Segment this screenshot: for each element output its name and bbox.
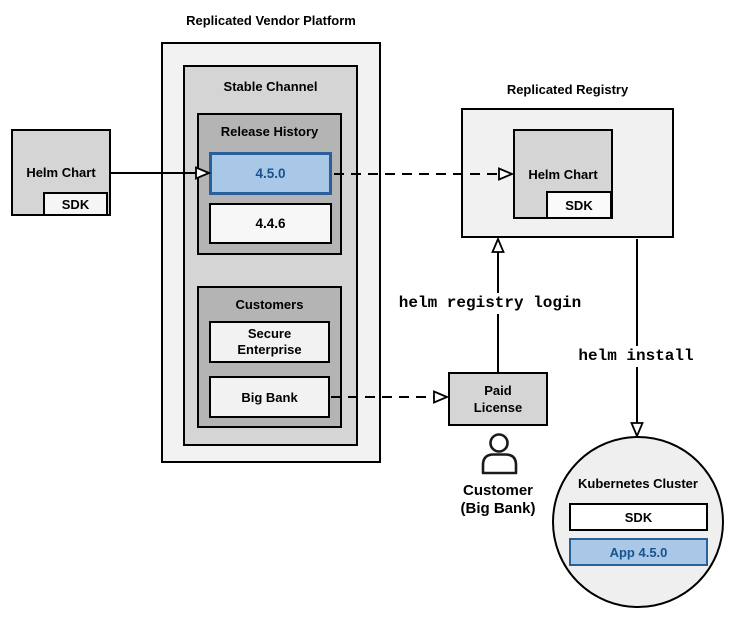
cluster-sdk-box: SDK [569,503,708,531]
customer-label: Customer (Big Bank) [460,482,536,517]
arrow-registry-to-cluster [630,239,644,439]
helm-registry-login-label: helm registry login [391,293,589,314]
paid-license-box: Paid License [448,372,548,426]
replicated-registry-title: Replicated Registry [506,82,629,97]
customer-big-bank: Big Bank [209,376,330,418]
release-4-4-6: 4.4.6 [209,203,332,244]
cluster-app-box: App 4.5.0 [569,538,708,566]
registry-sdk-box: SDK [546,191,612,219]
kubernetes-cluster-title: Kubernetes Cluster [578,476,698,491]
helm-install-label: helm install [573,346,699,367]
customer-secure-enterprise: Secure Enterprise [209,321,330,363]
customers-title: Customers [235,297,304,312]
vendor-platform-title: Replicated Vendor Platform [186,13,356,28]
source-sdk-box: SDK [43,192,108,216]
person-icon [481,433,518,475]
stable-channel-title: Stable Channel [223,79,318,94]
release-4-5-0: 4.5.0 [209,152,332,195]
release-history-title: Release History [220,124,319,139]
